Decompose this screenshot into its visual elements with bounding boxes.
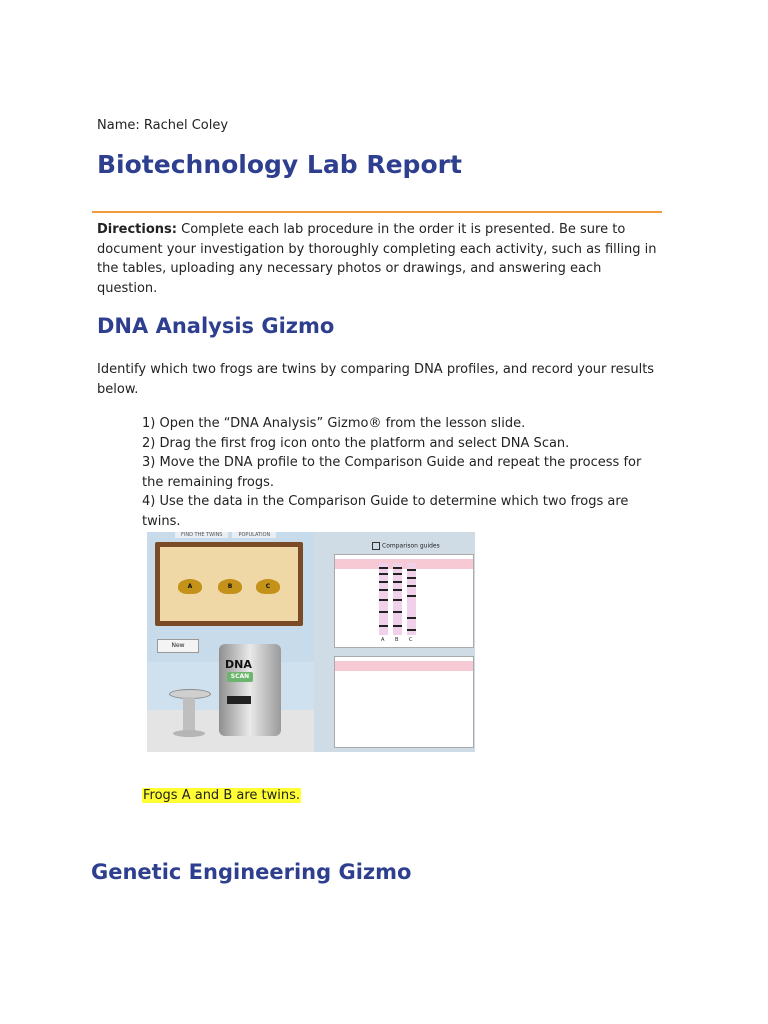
directions-label: Directions: xyxy=(97,222,177,237)
frog-picture-inner: A B C xyxy=(160,547,298,621)
tab-find-twins: FIND THE TWINS xyxy=(175,532,229,538)
dna-band xyxy=(393,581,402,583)
comparison-guides-label: Comparison guides xyxy=(382,542,440,550)
frog-c-icon: C xyxy=(256,579,280,594)
frog-b-icon: B xyxy=(218,579,242,594)
panel-highlight xyxy=(335,559,473,569)
procedure-step: 3) Move the DNA profile to the Compariso… xyxy=(142,455,642,490)
dna-lane-a xyxy=(379,563,388,635)
dna-band xyxy=(393,599,402,601)
scan-button: SCAN xyxy=(227,672,253,682)
genetic-section-heading: Genetic Engineering Gizmo xyxy=(91,860,412,884)
dna-band xyxy=(379,573,388,575)
tab-population: POPULATION xyxy=(232,532,277,538)
scanner-readout xyxy=(227,696,251,704)
dna-lane-c xyxy=(407,563,416,635)
dna-band xyxy=(393,573,402,575)
dna-band xyxy=(379,599,388,601)
panel-highlight xyxy=(335,661,473,671)
platform-base xyxy=(173,730,205,737)
directions-paragraph: Directions: Complete each lab procedure … xyxy=(97,220,662,298)
procedure-steps: 1) Open the “DNA Analysis” Gizmo® from t… xyxy=(142,414,662,531)
comparison-panel-top: A B C xyxy=(334,554,474,648)
dna-band xyxy=(407,569,416,571)
lane-label-c: C xyxy=(409,637,413,643)
dna-band xyxy=(393,611,402,613)
dna-lane-b xyxy=(393,563,402,635)
dna-section-heading: DNA Analysis Gizmo xyxy=(97,314,335,338)
dna-band xyxy=(379,611,388,613)
procedure-step: 4) Use the data in the Comparison Guide … xyxy=(142,494,629,529)
dna-intro: Identify which two frogs are twins by co… xyxy=(97,362,655,397)
dna-scanner: DNA SCAN xyxy=(219,644,281,736)
new-button: New xyxy=(157,639,199,653)
dna-band xyxy=(379,567,388,569)
frog-a-icon: A xyxy=(178,579,202,594)
dna-band xyxy=(407,595,416,597)
dna-band xyxy=(379,581,388,583)
procedure-step: 2) Drag the first frog icon onto the pla… xyxy=(142,435,570,451)
dna-band xyxy=(379,589,388,591)
platform-leg xyxy=(183,697,195,733)
dna-band xyxy=(393,625,402,627)
procedure-step: 1) Open the “DNA Analysis” Gizmo® from t… xyxy=(142,416,526,431)
name-line: Name: Rachel Coley xyxy=(97,118,229,133)
checkbox-icon xyxy=(372,542,380,550)
dna-band xyxy=(407,617,416,619)
page-title: Biotechnology Lab Report xyxy=(97,150,462,179)
directions-text: Complete each lab procedure in the order… xyxy=(97,222,657,296)
dna-band xyxy=(407,585,416,587)
comparison-guides-header: Comparison guides xyxy=(372,542,440,550)
frog-picture-frame: A B C xyxy=(155,542,303,626)
answer-highlight: Frogs A and B are twins. xyxy=(142,788,302,803)
comparison-panel-bottom xyxy=(334,656,474,748)
dna-band xyxy=(393,567,402,569)
comparison-guide-area: Comparison guides xyxy=(314,532,475,752)
dna-band xyxy=(407,629,416,631)
lane-label-b: B xyxy=(395,637,399,643)
lane-label-a: A xyxy=(381,637,385,643)
scanner-label: DNA xyxy=(225,658,252,671)
dna-band xyxy=(407,577,416,579)
dna-band xyxy=(379,625,388,627)
title-rule xyxy=(92,211,662,213)
dna-band xyxy=(393,589,402,591)
